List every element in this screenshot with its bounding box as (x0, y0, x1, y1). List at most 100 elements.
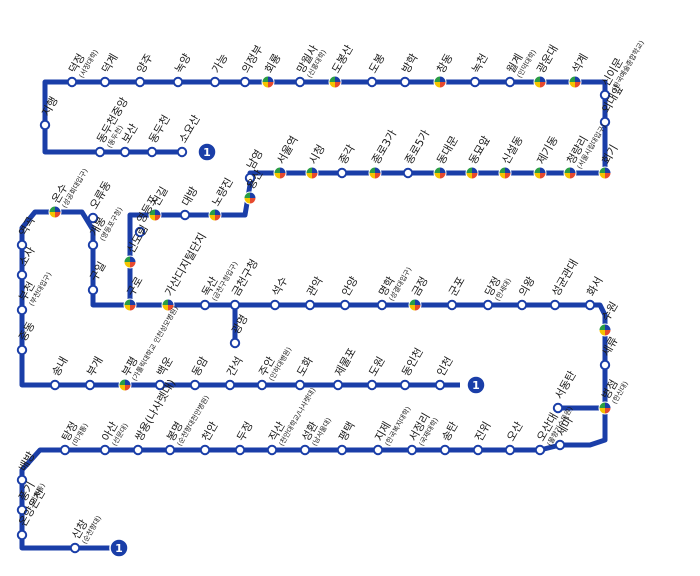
station-onsu[interactable] (48, 205, 62, 219)
station-sungkyunkwan[interactable] (549, 299, 561, 311)
station-dobongsan[interactable] (328, 75, 342, 89)
station-incheon[interactable] (434, 379, 446, 391)
station-noryangjin[interactable] (208, 208, 222, 222)
station-uiwang[interactable] (516, 299, 528, 311)
station-osandae[interactable] (534, 444, 546, 456)
station-nokcheon[interactable] (469, 76, 481, 88)
station-soyosan[interactable] (176, 146, 188, 158)
station-ssangyong[interactable] (132, 444, 144, 456)
station-oryu-dong[interactable] (87, 212, 99, 224)
station-gwanak[interactable] (304, 299, 316, 311)
station-jije[interactable] (372, 444, 384, 456)
station-seojeongni[interactable] (406, 444, 418, 456)
station-yeongdeungpo[interactable] (134, 226, 146, 238)
station-dongam[interactable] (189, 379, 201, 391)
station-bosan[interactable] (119, 146, 131, 158)
station-seryu[interactable] (599, 359, 611, 371)
station-geumcheon[interactable] (229, 299, 241, 311)
station-anyang[interactable] (339, 299, 351, 311)
station-jonggak[interactable] (336, 167, 348, 179)
station-baebang[interactable] (16, 474, 28, 486)
station-yangju[interactable] (134, 76, 146, 88)
station-mangwolsa[interactable] (294, 76, 306, 88)
station-ganseok[interactable] (224, 379, 236, 391)
station-dongincheon[interactable] (399, 379, 411, 391)
station-songtan[interactable] (439, 444, 451, 456)
station-dongducheon[interactable] (146, 146, 158, 158)
station-gasan[interactable] (161, 298, 175, 312)
station-cheongnyangni[interactable] (563, 166, 577, 180)
station-yeokgok[interactable] (16, 239, 28, 251)
station-namyeong[interactable] (244, 172, 256, 184)
station-dongducheonjungang[interactable] (94, 146, 106, 158)
station-seoulstation[interactable] (273, 166, 287, 180)
station-dangjeong[interactable] (482, 299, 494, 311)
station-yongsan[interactable] (243, 191, 257, 205)
station-jinwi[interactable] (472, 444, 484, 456)
station-jung-dong[interactable] (16, 344, 28, 356)
station-dongmyo[interactable] (465, 166, 479, 180)
station-cheonan[interactable] (199, 444, 211, 456)
station-dobong[interactable] (366, 76, 378, 88)
station-gaebong[interactable] (87, 239, 99, 251)
station-onyangoncheon[interactable] (16, 529, 28, 541)
station-wolgye[interactable] (504, 76, 516, 88)
station-singil[interactable] (148, 208, 162, 222)
station-dongdaemun[interactable] (433, 166, 447, 180)
station-jongno5ga[interactable] (402, 167, 414, 179)
station-jegi-dong[interactable] (533, 166, 547, 180)
station-gwangmyeong[interactable] (229, 337, 241, 349)
station-dowon[interactable] (366, 379, 378, 391)
station-bupyeong[interactable] (118, 378, 132, 392)
station-bongmyeong[interactable] (164, 444, 176, 456)
station-baegun[interactable] (154, 379, 166, 391)
station-nogyang[interactable] (172, 76, 184, 88)
station-jemulpo[interactable] (332, 379, 344, 391)
station-byeongjeom[interactable] (598, 401, 612, 415)
station-asan[interactable] (99, 444, 111, 456)
station-cityhall[interactable] (305, 166, 319, 180)
station-hoeryong[interactable] (261, 75, 275, 89)
station-uijeongbu[interactable] (239, 76, 251, 88)
station-hoegi[interactable] (598, 166, 612, 180)
station-doksan[interactable] (199, 299, 211, 311)
station-sindorim[interactable] (123, 255, 137, 269)
station-dohwa[interactable] (294, 379, 306, 391)
station-banghak[interactable] (399, 76, 411, 88)
station-ganeung[interactable] (209, 76, 221, 88)
station-seoksu[interactable] (269, 299, 281, 311)
station-sosa[interactable] (16, 269, 28, 281)
station-kwangwoon[interactable] (533, 75, 547, 89)
station-hwaseo[interactable] (584, 299, 596, 311)
station-deokgye[interactable] (99, 76, 111, 88)
station-seodongtan[interactable] (552, 402, 564, 414)
station-pyeongtaek[interactable] (336, 444, 348, 456)
station-jongno3ga[interactable] (368, 166, 382, 180)
station-osan[interactable] (504, 444, 516, 456)
station-tangjeong[interactable] (59, 444, 71, 456)
station-dujeong[interactable] (234, 444, 246, 456)
station-sinchang[interactable] (69, 542, 81, 554)
station-chang-dong[interactable] (433, 75, 447, 89)
station-deokjeong[interactable] (66, 76, 78, 88)
station-guro[interactable] (123, 298, 137, 312)
station-jihaeng[interactable] (39, 119, 51, 131)
station-songnae[interactable] (49, 379, 61, 391)
station-myeonghak[interactable] (376, 299, 388, 311)
station-seonghwan[interactable] (299, 444, 311, 456)
station-daebang[interactable] (179, 209, 191, 221)
station-gunpo[interactable] (446, 299, 458, 311)
station-bugae[interactable] (84, 379, 96, 391)
station-jiksan[interactable] (266, 444, 278, 456)
station-bucheon[interactable] (16, 304, 28, 316)
station-pungi[interactable] (16, 504, 28, 516)
station-sema[interactable] (554, 439, 566, 451)
station-hufs[interactable] (599, 116, 611, 128)
station-seokgye[interactable] (568, 75, 582, 89)
station-sinseol-dong[interactable] (498, 166, 512, 180)
station-guil[interactable] (87, 284, 99, 296)
station-suwon[interactable] (598, 323, 612, 337)
station-sinimun[interactable] (599, 89, 611, 101)
station-juan[interactable] (256, 379, 268, 391)
station-geumjeong[interactable] (408, 298, 422, 312)
